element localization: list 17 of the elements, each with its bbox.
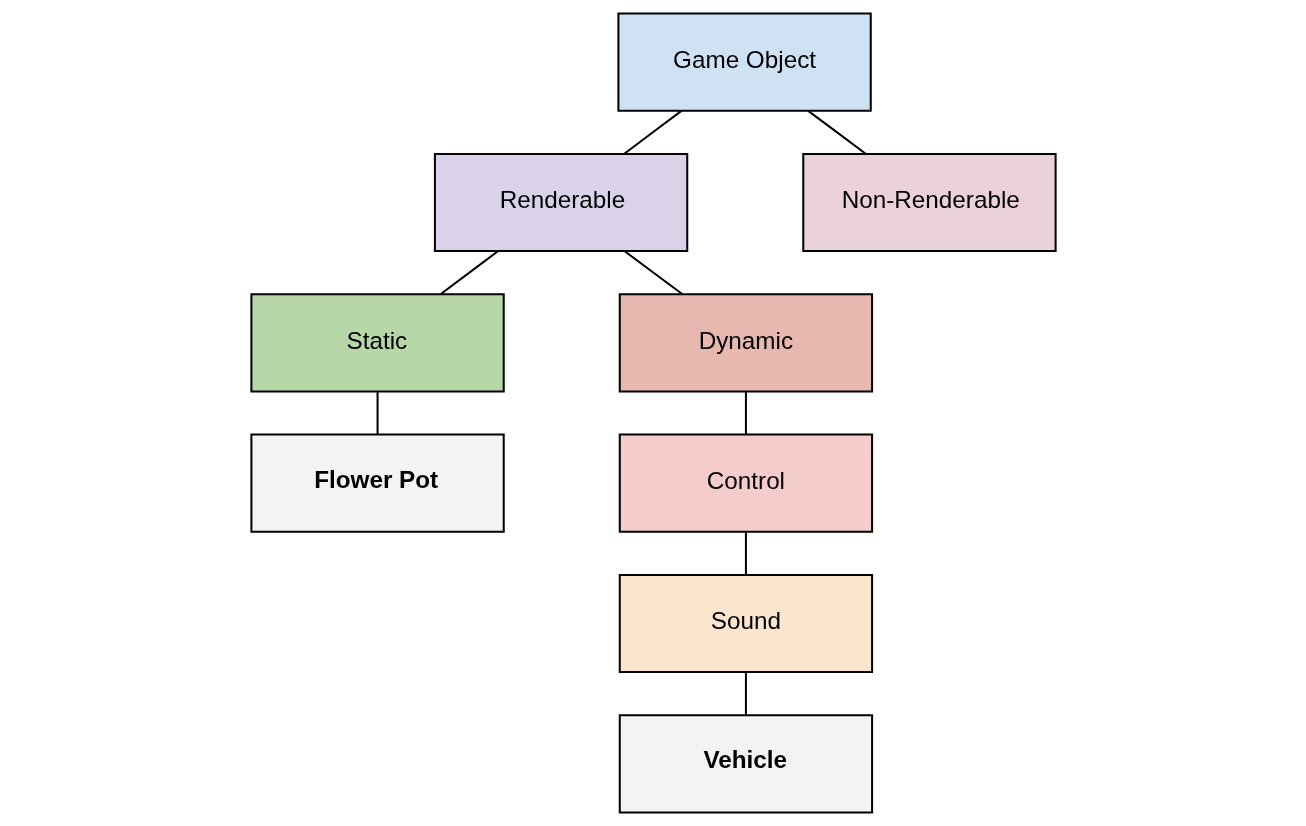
node-box: Renderable <box>433 152 688 253</box>
node-box: Flower Pot <box>249 433 505 533</box>
connector <box>744 672 747 715</box>
connector <box>744 531 747 575</box>
node-box: Game Object <box>616 12 872 112</box>
connector <box>376 391 379 435</box>
connector <box>807 110 866 155</box>
connector <box>623 250 683 295</box>
node-box: Dynamic <box>618 293 873 393</box>
node-box: Sound <box>618 573 873 674</box>
connector <box>439 250 499 295</box>
node-box: Control <box>618 433 873 533</box>
node-box: Vehicle <box>618 714 873 814</box>
node-box: Static <box>249 293 505 393</box>
connector <box>623 110 682 155</box>
node-box: Non-Renderable <box>801 152 1057 253</box>
connector <box>744 391 747 435</box>
